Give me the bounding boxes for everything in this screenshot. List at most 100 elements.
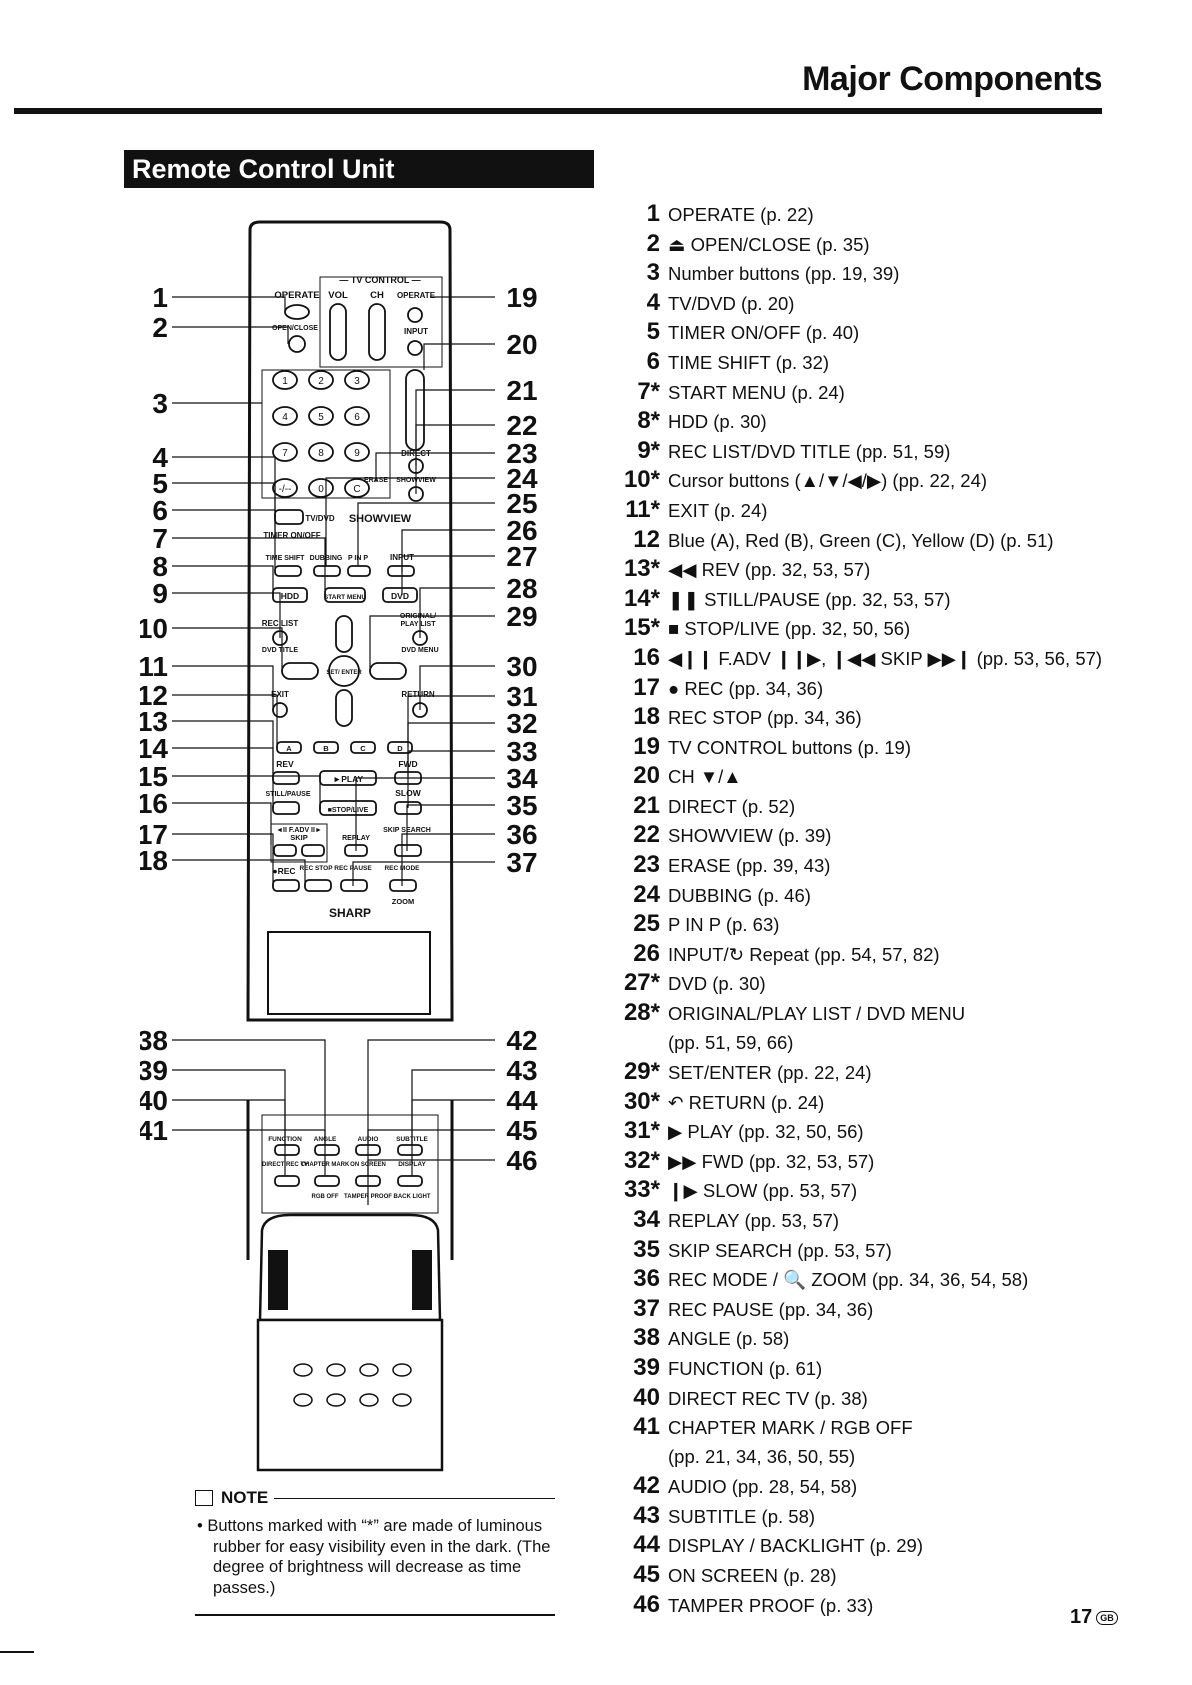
item-number: 46 <box>633 1590 660 1618</box>
callout-line <box>172 1099 286 1176</box>
item-number: 37 <box>633 1294 660 1322</box>
callout-line <box>367 1129 495 1176</box>
list-item: 10* Cursor buttons (▲/▼/◀/▶) (pp. 22, 24) <box>620 466 1100 496</box>
color-label-d: D <box>397 744 403 753</box>
callout-line <box>406 804 495 851</box>
digit-button <box>308 406 334 426</box>
item-number: 39 <box>633 1353 660 1381</box>
chapter-mark-button <box>314 1175 340 1187</box>
item-description: ON SCREEN (p. 28) <box>668 1564 837 1586</box>
brand-logo: SHARP <box>329 906 371 920</box>
rec-button <box>272 879 300 892</box>
item-description: Cursor buttons (▲/▼/◀/▶) (pp. 22, 24) <box>668 470 988 492</box>
callout-number-left: 7 <box>152 523 168 554</box>
item-number: 8* <box>637 407 660 435</box>
subtitle-button <box>397 1144 423 1156</box>
item-description: AUDIO (pp. 28, 54, 58) <box>668 1476 858 1498</box>
item-description: REC PAUSE (pp. 34, 36) <box>668 1298 874 1320</box>
operate-button <box>284 304 310 320</box>
flip-hinge-right <box>412 1250 432 1310</box>
item-description: DVD (p. 30) <box>668 973 766 995</box>
item-description: ▶▶ FWD (pp. 32, 53, 57) <box>668 1150 875 1172</box>
item-number: 16 <box>633 643 660 671</box>
item-description: ANGLE (p. 58) <box>668 1328 790 1350</box>
rgb-off-label: RGB OFF <box>312 1194 339 1200</box>
callout-number-right: 22 <box>506 410 537 441</box>
skip-search-button <box>394 844 422 857</box>
hidden-button <box>359 1363 379 1377</box>
timer-label: TIMER ON/OFF <box>263 531 320 540</box>
callout-number-right2: 44 <box>506 1085 538 1116</box>
return-label: RETURN <box>401 690 435 699</box>
callout-number-left: 5 <box>152 468 168 499</box>
color-button-b <box>313 741 339 754</box>
item-number: 19 <box>633 732 660 760</box>
callout-line <box>172 537 326 595</box>
item-description: REPLAY (pp. 53, 57) <box>668 1210 840 1231</box>
callout-number-left2: 41 <box>140 1115 168 1146</box>
exit-label: EXIT <box>271 690 289 699</box>
item-number: 3 <box>646 259 660 287</box>
digit-button <box>272 478 298 498</box>
page-title: Major Components <box>802 60 1102 98</box>
item-number: 13* <box>623 555 660 583</box>
item-number: 38 <box>633 1324 660 1352</box>
still-pause-label: STILL/PAUSE <box>266 791 311 798</box>
list-item: 16 ◀❙❙ F.ADV ❙❙▶, ❙◀◀ SKIP ▶▶❙ (pp. 53, 5… <box>620 643 1103 674</box>
item-description: ◀❙❙ F.ADV ❙❙▶, ❙◀◀ SKIP ▶▶❙ (pp. 53, 56,… <box>668 647 1103 669</box>
item-description: ■ STOP/LIVE (pp. 32, 50, 56) <box>668 618 911 640</box>
digit-label: 9 <box>354 448 360 459</box>
item-number: 31* <box>623 1117 660 1145</box>
callout-number-right: 37 <box>506 847 537 878</box>
item-number: 21 <box>633 791 660 819</box>
bottom-rule <box>0 1651 34 1653</box>
cursor-up-button <box>335 615 353 653</box>
ch-rocker <box>368 303 386 361</box>
hdd-label: HDD <box>281 591 299 601</box>
exit-button <box>272 702 288 718</box>
remote-window <box>267 931 431 1015</box>
callout-number-left2: 39 <box>140 1055 168 1086</box>
item-number: 45 <box>633 1560 660 1588</box>
open-close-button <box>288 335 306 353</box>
item-number: 10* <box>623 466 660 494</box>
callout-line <box>325 477 495 566</box>
angle-button <box>314 1144 340 1156</box>
callout-line <box>172 775 321 810</box>
set-enter-label: SET/ ENTER <box>326 670 362 676</box>
color-button-c <box>350 741 376 754</box>
dvd-button <box>382 587 418 603</box>
item-number: 26 <box>633 939 660 967</box>
skip-back-button <box>273 844 297 857</box>
item-description: ERASE (pp. 39, 43) <box>668 855 831 877</box>
item-number: 11* <box>625 495 660 523</box>
callout-number-right: 26 <box>506 515 537 546</box>
vol-label: VOL <box>328 290 348 301</box>
item-number: 22 <box>633 821 660 849</box>
display-button <box>397 1175 423 1187</box>
callout-line <box>172 859 306 885</box>
callout-number-right2: 45 <box>506 1115 537 1146</box>
callout-line <box>401 833 495 886</box>
item-description: CHAPTER MARK / RGB OFF <box>668 1417 913 1439</box>
list-item: 31*▶ PLAY (pp. 32, 50, 56) <box>620 1117 1100 1147</box>
item-number: 28* <box>623 999 660 1027</box>
callout-number-right: 35 <box>506 790 537 821</box>
digit-label: 1 <box>282 376 288 387</box>
callout-line <box>172 627 283 671</box>
rec-mode-button <box>389 879 417 892</box>
list-item: 13*◀◀ REV (pp. 32, 53, 57) <box>620 555 1100 585</box>
callout-number-right: 29 <box>506 601 537 632</box>
item-description: DUBBING (p. 46) <box>668 884 811 906</box>
callout-number-left: 12 <box>140 680 168 711</box>
item-description: SUBTITLE (p. 58) <box>668 1505 816 1527</box>
digit-button <box>272 370 298 390</box>
